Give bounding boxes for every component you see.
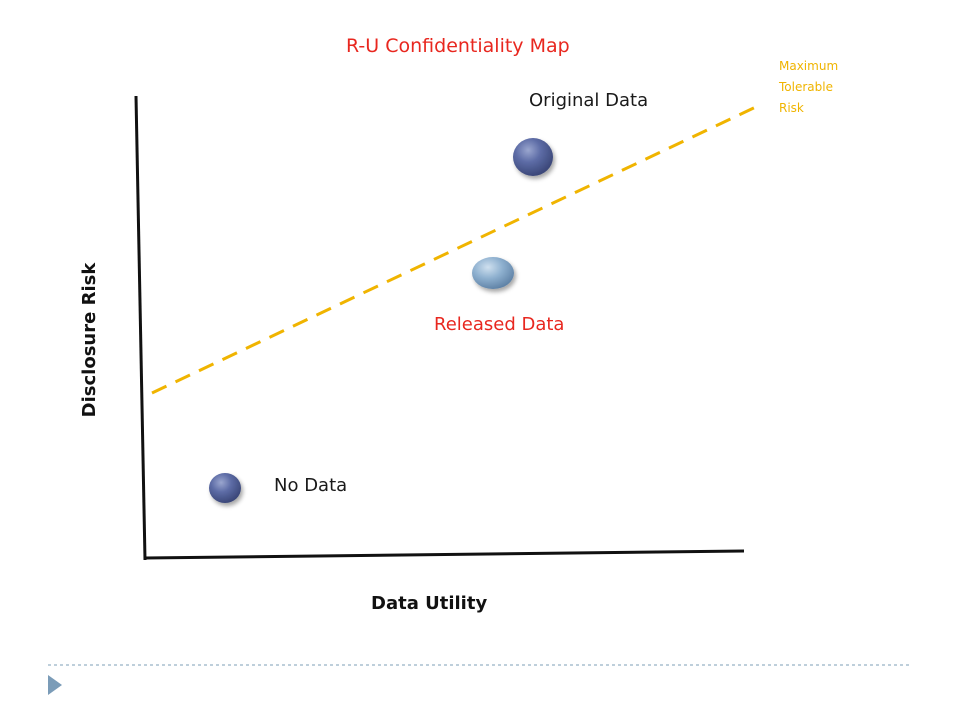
y-axis-label: Disclosure Risk xyxy=(79,262,100,418)
threshold-label-line: Tolerable xyxy=(779,80,833,94)
no-data-point xyxy=(209,473,241,503)
max-tolerable-risk-label: Maximum Tolerable Risk xyxy=(779,56,869,119)
x-axis-line xyxy=(144,549,745,560)
released-data-label: Released Data xyxy=(434,314,565,335)
diagram-title: R-U Confidentiality Map xyxy=(346,35,570,57)
released-data-point xyxy=(472,257,514,289)
y-axis-line xyxy=(134,95,147,561)
max-tolerable-risk-line xyxy=(151,103,761,395)
original-data-label: Original Data xyxy=(529,90,649,111)
no-data-label: No Data xyxy=(274,475,348,496)
x-axis-label: Data Utility xyxy=(371,593,488,614)
original-data-point xyxy=(513,138,553,176)
threshold-label-line: Risk xyxy=(779,101,804,115)
triangle-right-icon[interactable] xyxy=(48,675,62,695)
threshold-label-line: Maximum xyxy=(779,59,839,73)
